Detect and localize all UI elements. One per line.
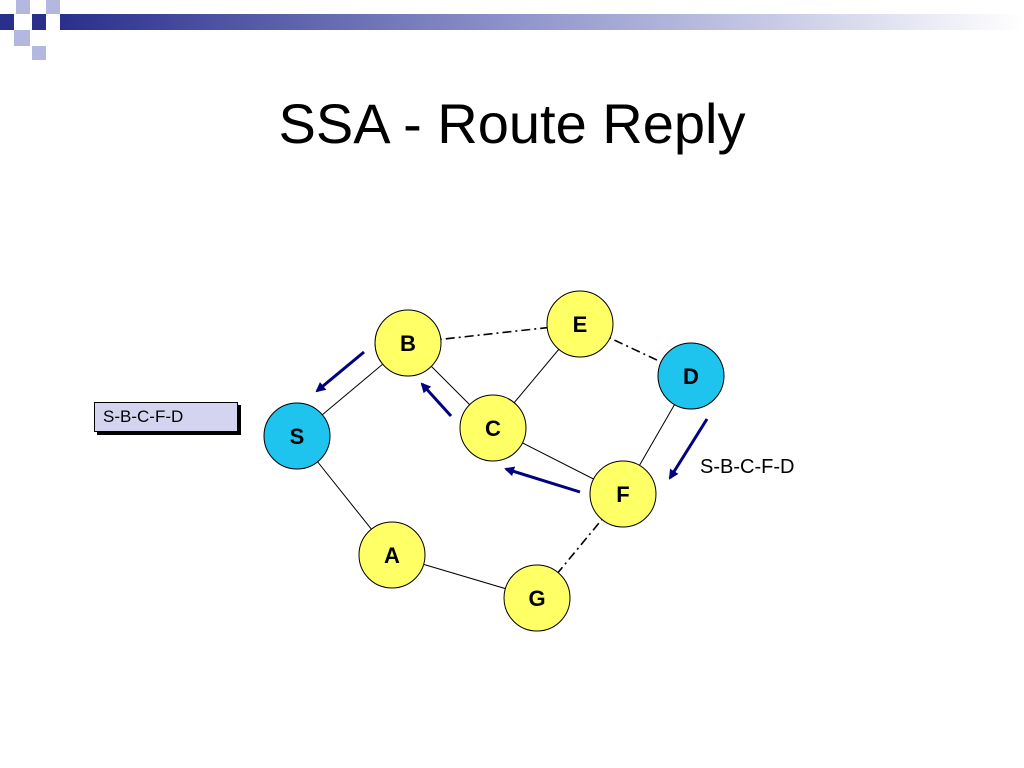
node-f: F <box>589 460 657 528</box>
node-a: A <box>358 521 426 589</box>
node-circle <box>263 402 331 470</box>
node-label: C <box>485 416 501 441</box>
decoration-square <box>32 14 46 30</box>
reply-arrow-b-s <box>315 350 365 393</box>
node-circle <box>589 460 657 528</box>
node-label: E <box>573 312 588 337</box>
reply-arrow-c-b <box>420 382 453 418</box>
node-s: S <box>263 402 331 470</box>
reply-arrow-f-c <box>504 466 581 494</box>
node-e: E <box>546 290 614 358</box>
decoration-gradient-bar <box>60 14 1024 30</box>
page-title: SSA - Route Reply <box>278 92 746 155</box>
node-circle <box>459 394 527 462</box>
node-circle <box>657 342 725 410</box>
node-circle <box>358 521 426 589</box>
node-circle <box>503 564 571 632</box>
decoration-square <box>32 46 46 60</box>
route-box-s: S-B-C-F-D <box>94 402 238 432</box>
title-decoration-bar <box>0 0 1024 60</box>
reply-arrows <box>315 350 709 494</box>
node-label: S <box>290 424 305 449</box>
node-d: D <box>657 342 725 410</box>
node-circle <box>374 309 442 377</box>
route-label-d: S-B-C-F-D <box>700 456 794 478</box>
node-label: B <box>400 331 416 356</box>
decoration-square <box>16 0 30 14</box>
decoration-square <box>0 14 14 30</box>
node-g: G <box>503 564 571 632</box>
decoration-square <box>46 0 60 14</box>
node-label: G <box>528 586 545 611</box>
reply-arrow-d-f <box>668 418 709 480</box>
node-b: B <box>374 309 442 377</box>
node-circle <box>546 290 614 358</box>
node-label: A <box>384 543 400 568</box>
network-nodes: S B C E D F A G <box>263 290 725 632</box>
decoration-square <box>14 30 30 46</box>
node-label: D <box>683 364 699 389</box>
node-label: F <box>616 482 629 507</box>
node-c: C <box>459 394 527 462</box>
